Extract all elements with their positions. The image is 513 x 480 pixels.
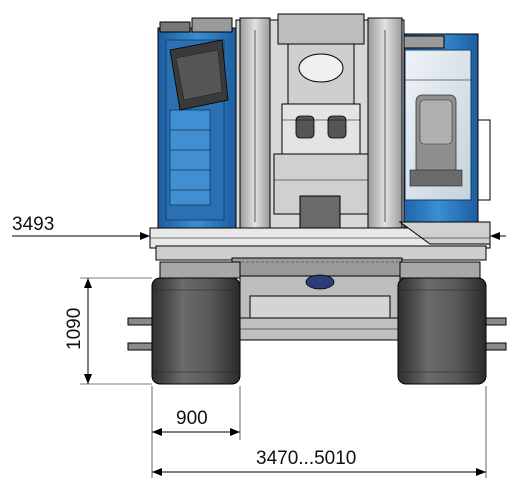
left-track (151, 277, 241, 385)
dimension-track-height: 1090 (64, 277, 152, 385)
machine (127, 13, 507, 385)
undercarriage (127, 257, 507, 351)
track-width-label: 900 (176, 408, 208, 429)
dimension-track-width: 900 (151, 386, 241, 440)
track-gauge-label: 3470...5010 (256, 448, 356, 469)
right-track (397, 277, 487, 385)
machine-width-label: 3493 (12, 214, 54, 235)
track-height-label: 1090 (64, 308, 85, 350)
dimension-track-gauge: 3470...5010 (151, 386, 487, 478)
boom-assembly (235, 13, 405, 241)
left-side-housing (157, 17, 237, 234)
upper-deck (149, 221, 491, 261)
cab (397, 33, 491, 231)
dimension-machine-width: 3493 (12, 214, 506, 240)
boom-pivot-icon (298, 53, 344, 83)
slew-motor-icon (305, 274, 335, 290)
